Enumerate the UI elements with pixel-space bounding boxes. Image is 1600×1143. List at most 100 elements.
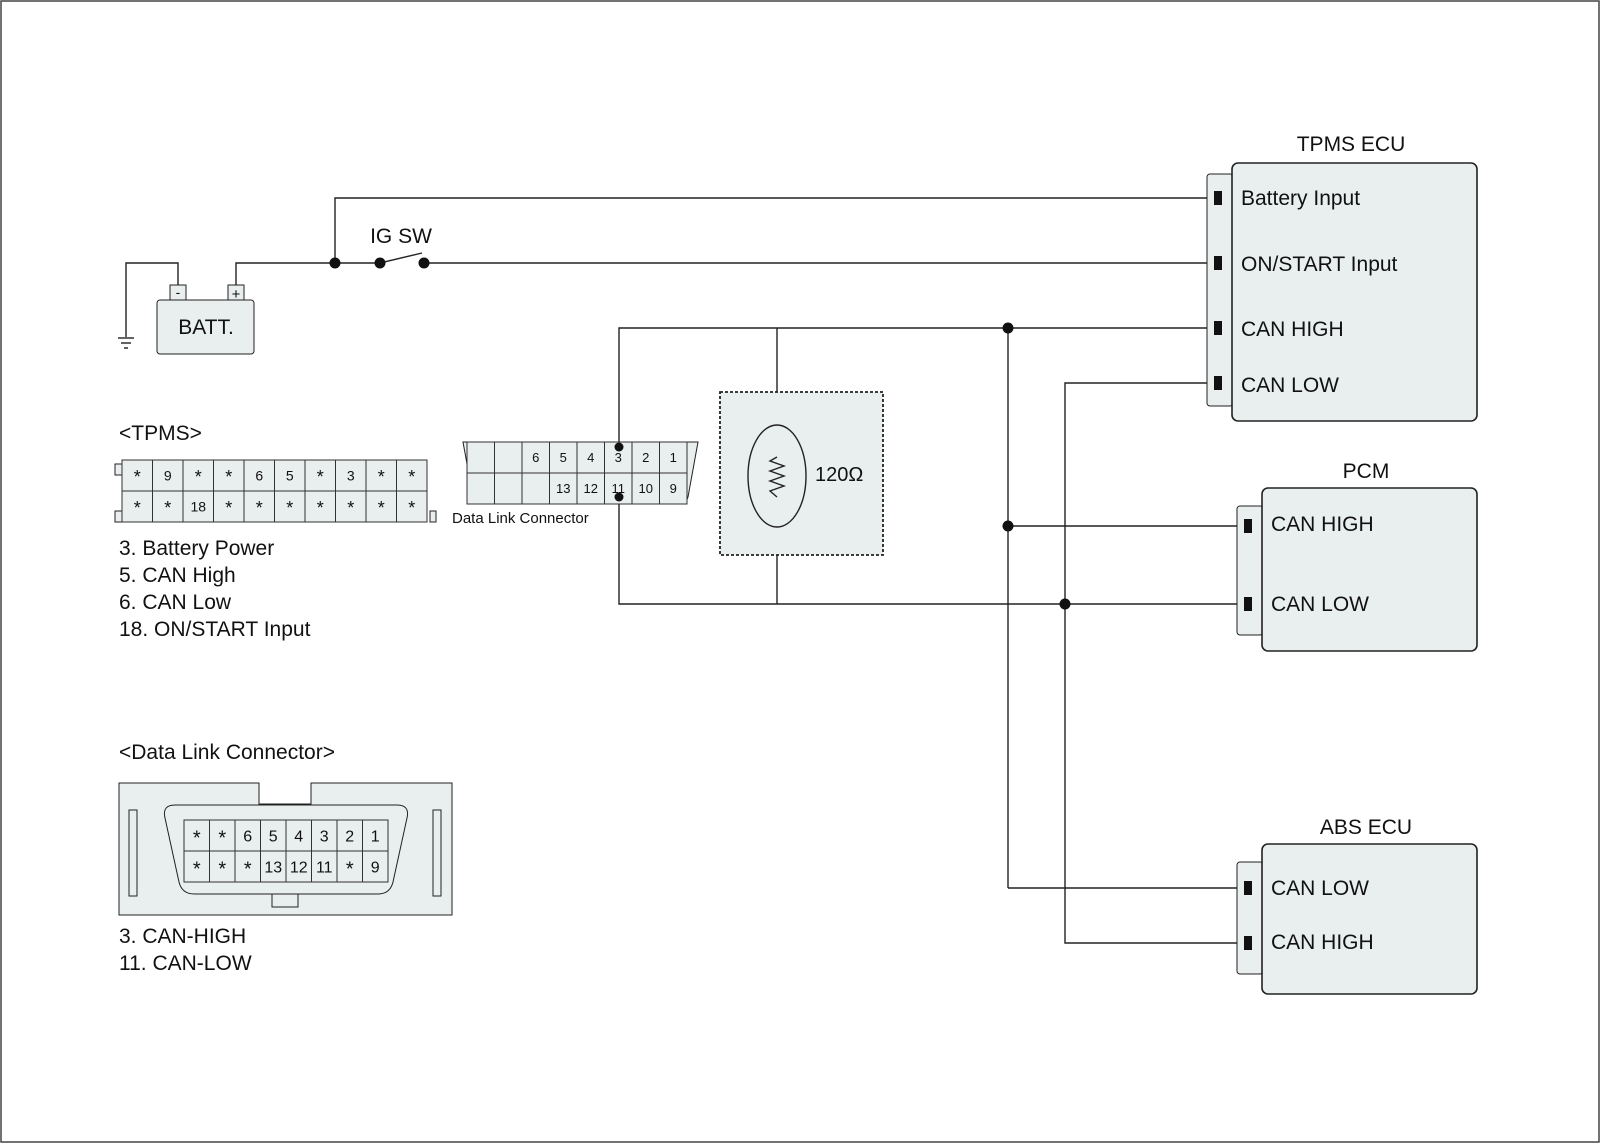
dlc-small-caption: Data Link Connector: [452, 510, 589, 527]
dlc-connector-title: <Data Link Connector>: [119, 741, 335, 764]
dlc-small-pin-label: 5: [560, 450, 567, 465]
battery-label: BATT.: [178, 316, 234, 339]
tpms-connector-pin-label: *: [134, 467, 141, 487]
dlc-small-cell: [494, 472, 523, 505]
dlc-connector-cell: [311, 850, 338, 883]
dlc-connector-cell: [285, 850, 312, 883]
tpms-connector-cell: [213, 490, 245, 523]
tpms-ecu: TPMS ECU Battery Input ON/START Input CA…: [1206, 133, 1478, 422]
dlc-legend-1: 3. CAN-HIGH: [119, 925, 246, 948]
abs-ecu: ABS ECU CAN LOW CAN HIGH: [1236, 816, 1478, 995]
dlc-connector-pin-label: *: [244, 858, 252, 880]
tpms-connector-pin-label: *: [164, 498, 171, 518]
dlc-connector-cell: [362, 850, 389, 883]
abs-ecu-title: ABS ECU: [1320, 816, 1412, 839]
tpms-connector-cell: [182, 490, 214, 523]
tpms-connector-pin-label: 3: [347, 468, 355, 484]
dlc-connector-cell: [234, 850, 261, 883]
battery-plus-sign: +: [232, 286, 241, 303]
tpms-connector-cell: [121, 459, 153, 492]
tpms-pin-can-high: CAN HIGH: [1241, 318, 1344, 341]
tpms-pin-on-start-input: ON/START Input: [1241, 253, 1398, 276]
tpms-connector-cell: [182, 459, 214, 492]
abs-ecu-connector: [1236, 861, 1264, 975]
tpms-connector-pin-label: *: [347, 498, 354, 518]
resistor-zigzag: [767, 456, 787, 498]
tpms-connector-pin-label: 18: [190, 499, 206, 515]
dlc-connector-cell: [260, 850, 287, 883]
dlc-connector-pin-label: *: [193, 827, 201, 849]
dlc-connector-cell: [285, 819, 312, 852]
tpms-ecu-title: TPMS ECU: [1297, 133, 1406, 156]
tpms-connector-pin-label: *: [286, 498, 293, 518]
tpms-pin-battery-input: Battery Input: [1241, 187, 1360, 210]
tpms-connector-pin-label: *: [225, 467, 232, 487]
dlc-small-cell: [576, 441, 605, 474]
tpms-ecu-body: [1231, 162, 1478, 422]
abs-ecu-body: [1261, 843, 1478, 995]
dlc-connector-pin-label: 5: [269, 828, 278, 845]
dlc-small-cell: [521, 472, 550, 505]
terminating-resistor: 120Ω: [719, 391, 884, 556]
dlc-small-pin-label: 11: [612, 481, 626, 496]
dlc-small-cell: [659, 472, 688, 505]
dlc-connector-pin-label: 9: [371, 859, 380, 876]
dlc-connector-pin-label: 13: [264, 859, 282, 876]
tpms-connector-cell: [304, 459, 336, 492]
pcm-title: PCM: [1343, 460, 1390, 483]
dlc-connector-pin-label: 6: [243, 828, 252, 845]
tpms-connector-title: <TPMS>: [119, 422, 202, 445]
dlc-connector-pin-label: 12: [290, 859, 308, 876]
battery-minus-sign: -: [176, 284, 181, 300]
ig-switch-label: IG SW: [370, 225, 432, 248]
dlc-connector-pin-label: 1: [371, 828, 380, 845]
tpms-connector-pin-label: *: [317, 498, 324, 518]
dlc-legend-2: 11. CAN-LOW: [119, 952, 252, 975]
dlc-small-pin-label: 9: [670, 481, 677, 496]
tpms-connector-pin-label: *: [134, 498, 141, 518]
dlc-connector-cell: [209, 819, 236, 852]
tpms-legend-4: 18. ON/START Input: [119, 618, 311, 641]
dlc-connector-cell: [234, 819, 261, 852]
resistor-box: [719, 391, 884, 556]
ground-symbol: [118, 337, 134, 349]
tpms-connector-pin-label: *: [225, 498, 232, 518]
dlc-connector-pin-label: *: [218, 827, 226, 849]
tpms-connector-pin-label: *: [378, 498, 385, 518]
tpms-connector-cell: [274, 490, 306, 523]
tpms-legend-1: 3. Battery Power: [119, 537, 274, 560]
dlc-connector-pin-label: 2: [345, 828, 354, 845]
dlc-small-pin-label: 10: [639, 481, 653, 496]
tpms-connector-cell: [365, 490, 397, 523]
dlc-small-pin-label: 13: [556, 481, 570, 496]
battery-input-wire: [334, 197, 1210, 263]
tpms-connector-cell: [335, 490, 367, 523]
pcm: PCM CAN HIGH CAN LOW: [1236, 460, 1478, 652]
dlc-connector-pin-label: 11: [316, 859, 333, 876]
junction-dots: [329, 257, 1071, 610]
dlc-connector-pin-label: *: [346, 858, 354, 880]
dlc-small-cell: [659, 441, 688, 474]
tpms-connector-pin-label: *: [317, 467, 324, 487]
abs-pin-can-low: CAN LOW: [1271, 877, 1369, 900]
dlc-small-pin-label: 12: [584, 481, 598, 496]
dlc-small-cell: [466, 441, 495, 474]
tpms-connector-cell: [121, 490, 153, 523]
ig-switch-contact: [379, 252, 423, 264]
tpms-legend-3: 6. CAN Low: [119, 591, 232, 614]
dlc-connector-pin-label: *: [193, 858, 201, 880]
dlc-small-pin-label: 3: [615, 450, 622, 465]
tpms-connector-cell: [335, 459, 367, 492]
dlc-small-pin-label: 1: [670, 450, 677, 465]
dlc-connector-pin-label: 3: [320, 828, 329, 845]
resistor-label: 120Ω: [815, 464, 863, 486]
pcm-body: [1261, 487, 1478, 652]
can-high-bus: [618, 327, 1210, 446]
